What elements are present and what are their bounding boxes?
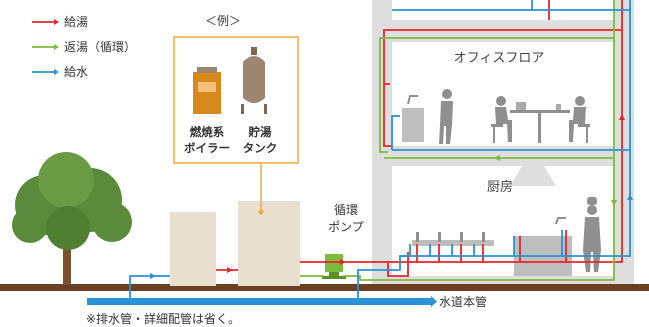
pump-label-line2: ポンプ: [328, 220, 364, 234]
boiler-icon: [193, 72, 221, 114]
example-callout: ＜例＞ 燃焼系 ボイラー 貯湯 タンク: [173, 14, 299, 215]
chair-right: [578, 124, 590, 127]
seated-person-left: [495, 107, 512, 142]
chair-left: [491, 124, 503, 127]
office-faucet: [407, 95, 418, 105]
standing-person-head: [442, 89, 452, 99]
office-table: [510, 110, 570, 113]
kitchen-floor-interior: [392, 166, 614, 276]
hot-supply-pipes: [216, 0, 623, 277]
range-hood: [510, 166, 556, 186]
chef-head: [587, 205, 597, 215]
legend: 給湯 返湯（循環） 給水: [32, 15, 136, 79]
pump-icon: [322, 254, 346, 279]
footnote: ※排水管・詳細配管は省く。: [86, 311, 240, 326]
ground: [0, 284, 649, 291]
standing-person: [439, 101, 453, 144]
kitchen-faucet-2: [438, 232, 441, 242]
tree-icon: [12, 152, 132, 285]
legend-hot-supply-arrow-icon: [54, 19, 59, 25]
seated-person-right-head: [575, 96, 585, 106]
legend-hot-return-label: 返湯（循環）: [64, 40, 136, 54]
legend-cold-supply-label: 給水: [64, 65, 88, 79]
boiler-label-line1: 燃焼系: [189, 125, 225, 139]
kitchen-sink-counter: [412, 240, 494, 246]
pump-label-line1: 循環: [334, 203, 358, 217]
cup: [556, 104, 561, 110]
chef-hat-icon: [587, 197, 597, 205]
kitchen-faucet-4: [482, 232, 485, 242]
legend-hot-return-arrow-icon: [54, 44, 59, 50]
chef: [583, 217, 601, 272]
callout-dot: [258, 209, 264, 215]
water-main-pipe: [87, 298, 431, 305]
building: [372, 0, 634, 287]
seated-person-left-head: [496, 96, 506, 106]
chair-right-leg: [586, 127, 588, 143]
cold-supply-pipes: [129, 0, 631, 300]
flow-arrows: [150, 114, 633, 279]
seated-person-right: [569, 107, 586, 142]
tank-label-line2: タンク: [243, 141, 278, 155]
kitchen-faucet-1: [416, 232, 419, 242]
boiler-unit: [170, 212, 216, 286]
office-sink-counter: [402, 108, 424, 142]
legend-cold-supply-arrow-icon: [54, 69, 59, 75]
tank-label-line1: 貯湯: [249, 125, 272, 139]
office-floor-interior: [392, 42, 614, 146]
kitchen-label: 厨房: [487, 179, 513, 195]
laptop: [516, 102, 526, 110]
water-main-label: 水道本管: [439, 294, 487, 309]
kitchen-tap: [555, 217, 566, 225]
office-floor-label: オフィスフロア: [454, 51, 545, 66]
office-people: [402, 89, 590, 144]
example-box: [173, 36, 299, 164]
example-title: ＜例＞: [205, 14, 241, 28]
tree-trunk: [63, 232, 71, 285]
kitchen-faucet-3: [460, 232, 463, 242]
office-table-leg: [538, 113, 541, 143]
tank-icon: [241, 47, 267, 114]
boiler-label-line2: ボイラー: [184, 141, 230, 155]
water-main-arrow-icon: [431, 296, 437, 307]
storage-tank-unit: [238, 201, 300, 286]
chair-left-leg: [493, 127, 495, 143]
legend-hot-supply-label: 給湯: [64, 15, 88, 29]
